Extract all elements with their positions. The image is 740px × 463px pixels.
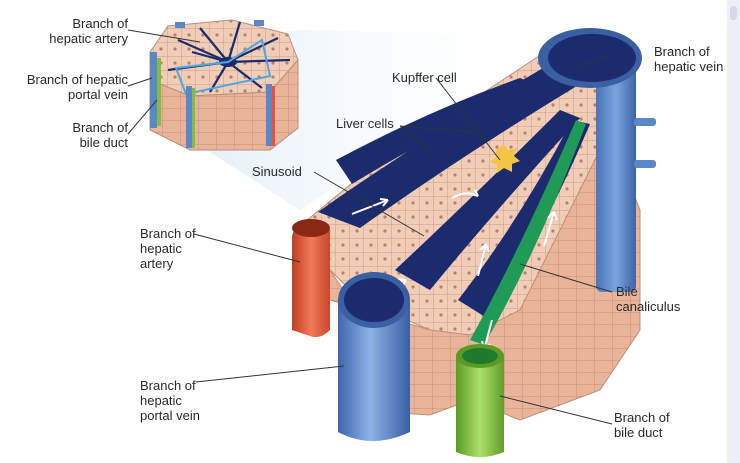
label-kupffer-cell: Kupffer cell <box>392 70 457 85</box>
label-hepatic-vein: Branch of hepatic vein <box>654 44 724 74</box>
kupffer-cell <box>490 144 520 173</box>
scrollbar-thumb[interactable] <box>730 6 737 20</box>
leader-lines <box>127 29 613 425</box>
lobule-inset <box>149 19 299 151</box>
label-portal-vein: Branch of hepatic portal vein <box>140 378 200 423</box>
hepatic-artery-tube <box>292 219 330 338</box>
bile-duct-tube <box>456 344 504 457</box>
inset-highlight-box <box>174 38 272 96</box>
hepatic-vein <box>538 28 656 292</box>
label-sinusoid: Sinusoid <box>252 164 302 179</box>
label-bile-duct: Branch of bile duct <box>614 410 670 440</box>
bile-canaliculus <box>470 120 586 345</box>
label-inset-portal-vein: Branch of hepatic portal vein <box>26 72 128 102</box>
label-bile-canaliculus: Bile canaliculus <box>616 284 681 314</box>
label-inset-hepatic-artery: Branch of hepatic artery <box>49 16 128 46</box>
label-liver-cells: Liver cells <box>336 116 394 131</box>
label-hepatic-artery: Branch of hepatic artery <box>140 226 196 271</box>
label-inset-bile-duct: Branch of bile duct <box>72 120 128 150</box>
portal-vein-tube <box>338 272 410 441</box>
scrollbar-track[interactable] <box>727 0 740 463</box>
